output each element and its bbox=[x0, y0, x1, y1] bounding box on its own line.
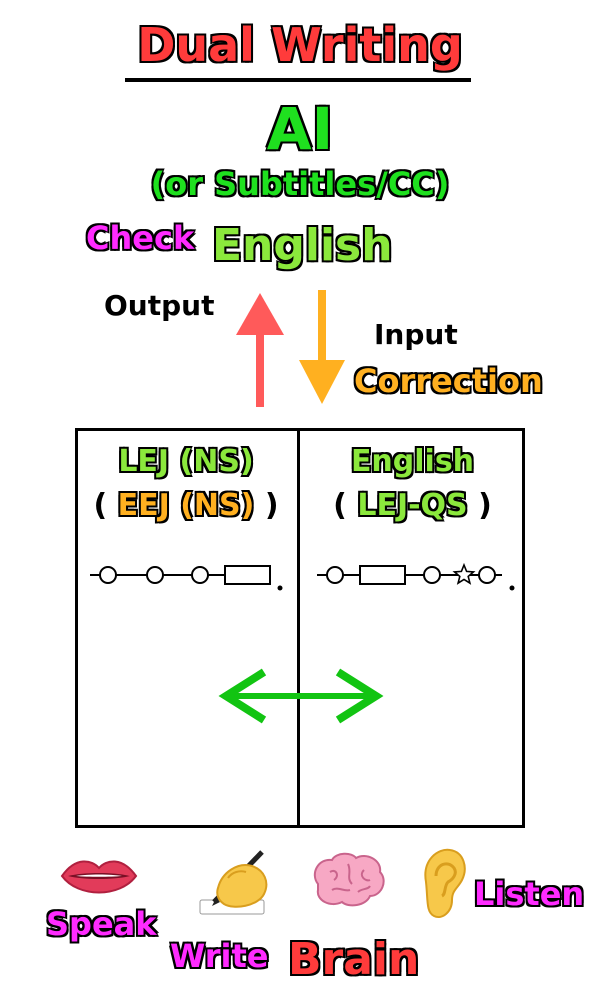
left-label-lej: LEJ (NS) bbox=[118, 443, 255, 480]
ear-icon bbox=[424, 848, 466, 918]
ai-label: AI bbox=[266, 94, 334, 164]
right-label-lej-qs-text: LEJ-QS bbox=[357, 487, 469, 524]
double-arrow bbox=[218, 668, 384, 724]
dual-writing-panel bbox=[75, 428, 525, 828]
mouth-icon bbox=[60, 860, 138, 894]
period-dot bbox=[277, 585, 283, 591]
period-dot bbox=[509, 585, 515, 591]
input-arrow bbox=[299, 290, 345, 404]
brain-icon bbox=[313, 852, 385, 907]
right-sentence-diagram bbox=[317, 562, 515, 591]
english-top-label: English bbox=[211, 219, 393, 272]
star-icon bbox=[452, 562, 476, 585]
paren-open: ( bbox=[333, 488, 347, 523]
listen-label: Listen bbox=[473, 874, 585, 914]
paren-close: ) bbox=[478, 488, 492, 523]
word-circle bbox=[326, 566, 344, 584]
word-circle bbox=[146, 566, 164, 584]
left-sentence-diagram bbox=[90, 565, 283, 591]
left-label-eej: ( EEJ (NS) ) bbox=[75, 487, 297, 524]
word-circle bbox=[99, 566, 117, 584]
word-circle bbox=[191, 566, 209, 584]
speak-label: Speak bbox=[45, 904, 157, 944]
panel-divider bbox=[297, 428, 300, 828]
writing-hand-icon bbox=[199, 850, 268, 915]
brain-label: Brain bbox=[287, 933, 420, 986]
output-arrow bbox=[236, 293, 284, 407]
check-label: Check bbox=[85, 218, 195, 258]
word-circle bbox=[423, 566, 441, 584]
left-label-eej-text: EEJ (NS) bbox=[117, 487, 255, 524]
title-underline bbox=[125, 78, 471, 82]
input-label: Input bbox=[374, 318, 458, 351]
page-title: Dual Writing bbox=[136, 17, 463, 73]
correction-label: Correction bbox=[353, 361, 543, 401]
word-circle bbox=[478, 566, 496, 584]
subtitles-label: (or Subtitles/CC) bbox=[150, 164, 450, 204]
word-box bbox=[359, 565, 406, 585]
word-box bbox=[224, 565, 271, 585]
output-label: Output bbox=[104, 289, 215, 322]
paren-open: ( bbox=[93, 488, 108, 523]
right-label-english: English bbox=[350, 443, 475, 480]
right-label-lej-qs: ( LEJ-QS ) bbox=[300, 487, 525, 524]
paren-close: ) bbox=[264, 488, 279, 523]
write-label: Write bbox=[169, 936, 269, 976]
